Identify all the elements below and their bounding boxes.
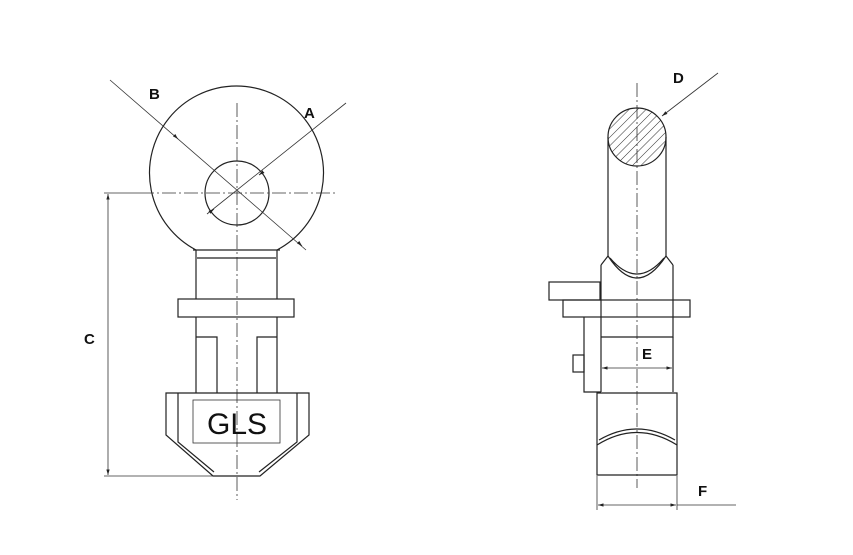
shaft bbox=[607, 137, 667, 256]
marking-box bbox=[192, 399, 281, 444]
gls-marking: GLS bbox=[207, 408, 267, 441]
label-d: D bbox=[673, 70, 684, 87]
eye-ring-outer bbox=[148, 85, 325, 251]
shaft-section-hatched bbox=[607, 107, 667, 167]
label-f: F bbox=[698, 483, 707, 500]
label-b: B bbox=[149, 86, 160, 103]
side-nut bbox=[596, 392, 678, 476]
dimension-a-line bbox=[206, 102, 347, 215]
label-a: A bbox=[304, 105, 315, 122]
knurled-screw bbox=[572, 354, 585, 373]
label-e: E bbox=[642, 346, 652, 363]
label-c: C bbox=[84, 331, 95, 348]
side-view: D E F bbox=[548, 70, 736, 510]
neck bbox=[193, 249, 280, 299]
front-view: GLS B A C bbox=[84, 79, 347, 500]
tab bbox=[548, 281, 601, 301]
dimension-d-leader bbox=[661, 72, 719, 117]
bracket bbox=[583, 317, 601, 393]
nut bbox=[165, 392, 310, 477]
dimension-b-line bbox=[109, 79, 307, 251]
body bbox=[195, 317, 278, 393]
side-collar bbox=[562, 299, 691, 318]
body-saddle bbox=[600, 254, 674, 279]
collar bbox=[177, 298, 295, 318]
